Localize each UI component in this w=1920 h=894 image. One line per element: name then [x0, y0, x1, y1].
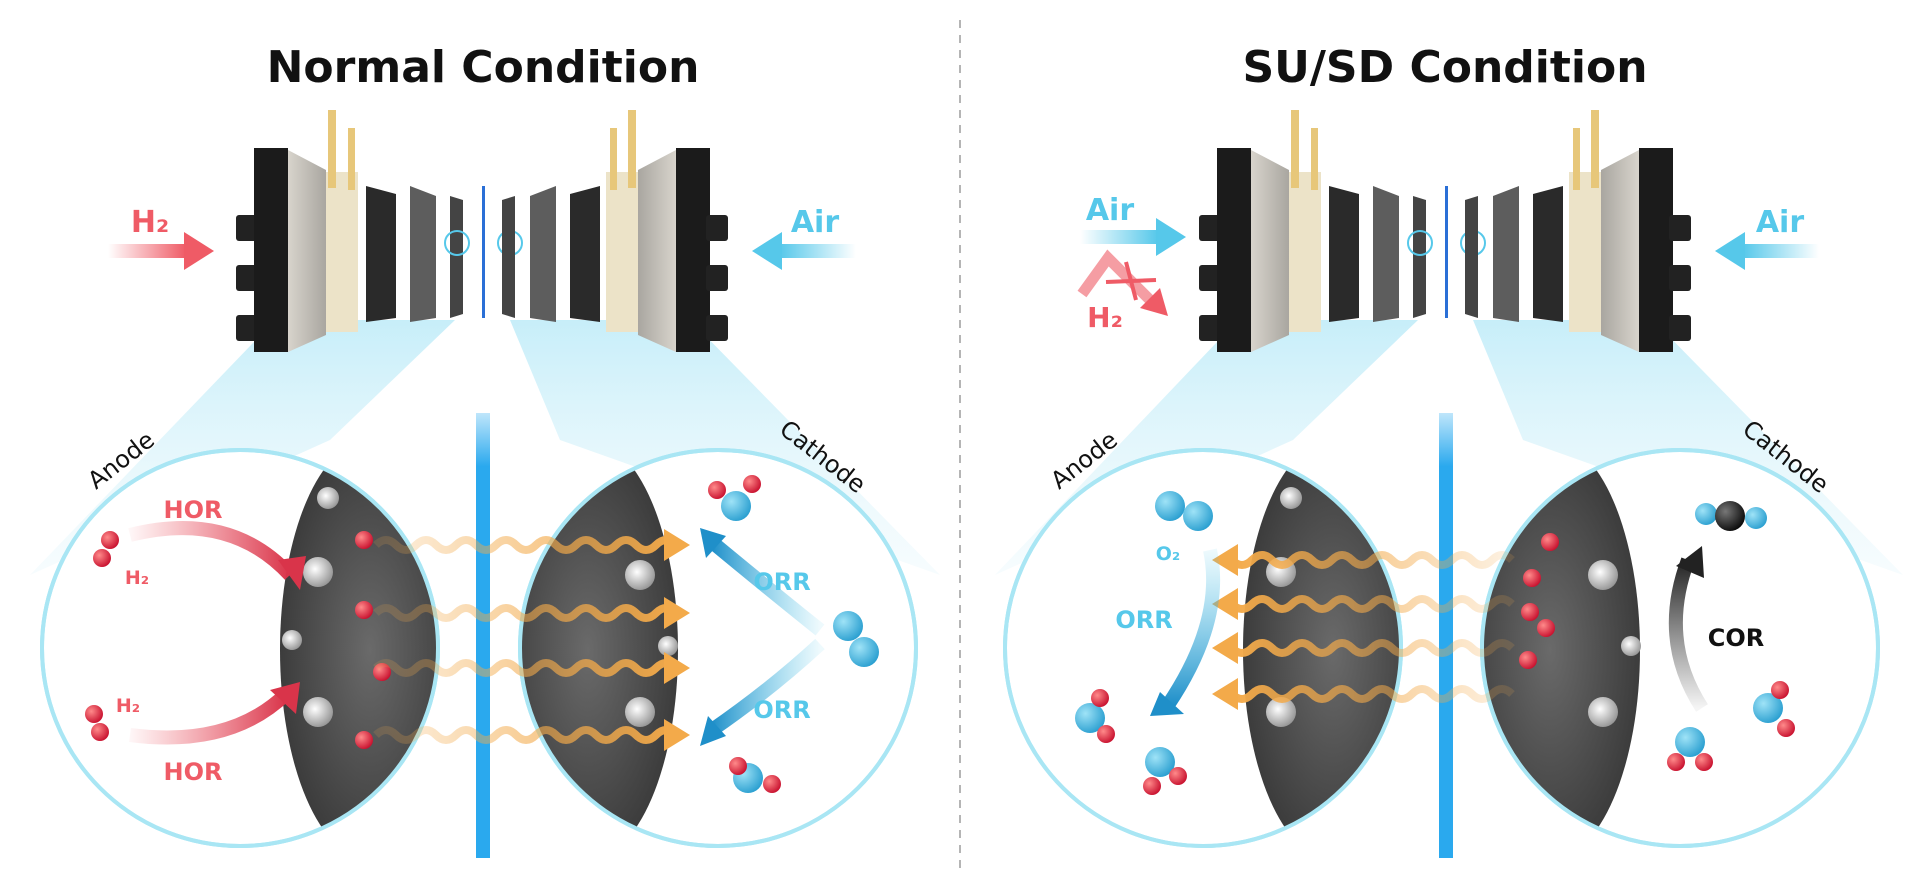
panel-title: SU/SD Condition	[1242, 42, 1647, 93]
orr-label-top: ORR	[753, 568, 810, 596]
air-inlet-arrow-right: Air	[1715, 205, 1819, 270]
proton-wave-arrow	[373, 726, 679, 744]
proton-waves	[1212, 544, 1515, 710]
proton-wave-arrow-head	[664, 597, 690, 629]
anode-gdl	[410, 186, 436, 322]
proton-wave-arrow	[1229, 595, 1515, 613]
proton-wave-arrow	[1229, 551, 1515, 569]
adsorbed-hydrogen	[355, 531, 391, 749]
panel-title: Normal Condition	[267, 42, 700, 93]
pt-particles	[282, 487, 678, 727]
proton-wave-arrow-head	[664, 719, 690, 751]
h2-molecule	[85, 705, 109, 741]
adsorbed-hydrogen	[1519, 533, 1559, 669]
proton-wave-arrow	[373, 604, 679, 622]
cor-label: COR	[1708, 624, 1765, 652]
h2-label-bottom: H₂	[116, 695, 140, 717]
water-molecule	[729, 757, 781, 793]
cathode-gasket	[1569, 172, 1601, 332]
fuel-cell-stack	[236, 110, 728, 352]
air-inlet-label: Air	[1756, 205, 1805, 240]
orr-arrow-bottom	[700, 638, 825, 746]
proton-wave-arrow-head	[1212, 678, 1238, 710]
cathode-gdl	[530, 186, 556, 322]
anode-gasket	[1289, 172, 1321, 332]
o2-molecule	[1155, 491, 1213, 531]
orr-arrow	[1150, 548, 1221, 716]
orr-label-bottom: ORR	[753, 696, 810, 724]
water-molecule	[1753, 681, 1795, 737]
cathode-flow-plate	[570, 186, 600, 322]
proton-wave-arrow-head	[664, 529, 690, 561]
water-molecule	[1143, 747, 1187, 795]
membrane	[1439, 413, 1453, 858]
su-sd-condition-panel: SU/SD Condition	[995, 42, 1903, 858]
cathode-zoom-circle	[1480, 448, 1880, 848]
anode-end-plate	[1217, 148, 1251, 352]
hor-label-bottom: HOR	[164, 758, 223, 786]
proton-wave-arrow-head	[1212, 632, 1238, 664]
proton-wave-arrow	[373, 536, 679, 554]
hor-arrow-top	[128, 521, 306, 590]
anode-flow-plate	[366, 186, 396, 322]
air-inlet-label: Air	[1086, 193, 1135, 228]
normal-condition-panel: Normal Condition	[30, 42, 940, 858]
anode-gdl	[1373, 186, 1399, 322]
proton-waves	[373, 529, 690, 751]
hor-label-top: HOR	[164, 496, 223, 524]
hor-arrow-bottom	[129, 682, 300, 745]
anode-zoom-circle	[40, 448, 440, 848]
proton-wave-arrow	[373, 659, 679, 677]
water-molecule	[1075, 689, 1115, 743]
blocked-h2-inlet-arrow: H₂	[1077, 249, 1168, 334]
h2-molecule	[93, 531, 119, 567]
proton-wave-arrow	[1229, 685, 1515, 703]
h2-inlet-label: H₂	[131, 205, 169, 240]
co2-molecule	[1695, 501, 1767, 531]
h2-inlet-arrow: H₂	[108, 205, 214, 270]
proton-wave-arrow-head	[1212, 588, 1238, 620]
anode-gasket	[326, 172, 358, 332]
cathode-end-plate	[676, 148, 710, 352]
membrane	[476, 413, 490, 858]
h2-blocked-label: H₂	[1087, 301, 1123, 334]
air-inlet-arrow-left: Air	[1080, 193, 1186, 256]
orr-arrow-top	[700, 528, 825, 636]
membrane-thin	[482, 186, 485, 318]
cathode-gasket	[606, 172, 638, 332]
anode-flow-plate	[1329, 186, 1359, 322]
water-molecule	[1667, 727, 1713, 771]
air-inlet-arrow-right: Air	[752, 205, 856, 270]
cathode-end-plate	[1639, 148, 1673, 352]
o2-label: O₂	[1156, 543, 1180, 565]
water-molecule	[708, 475, 761, 521]
fuel-cell-stack	[1199, 110, 1691, 352]
proton-wave-arrow	[1229, 639, 1515, 657]
o2-molecule	[833, 611, 879, 667]
h2-label-top: H₂	[125, 567, 149, 589]
air-inlet-label: Air	[791, 205, 840, 240]
proton-wave-arrow-head	[664, 652, 690, 684]
cor-arrow	[1668, 546, 1708, 712]
anode-end-plate	[254, 148, 288, 352]
orr-label: ORR	[1115, 606, 1172, 634]
cathode-flow-plate	[1533, 186, 1563, 322]
membrane-thin	[1445, 186, 1448, 318]
proton-wave-arrow-head	[1212, 544, 1238, 576]
cathode-gdl	[1493, 186, 1519, 322]
